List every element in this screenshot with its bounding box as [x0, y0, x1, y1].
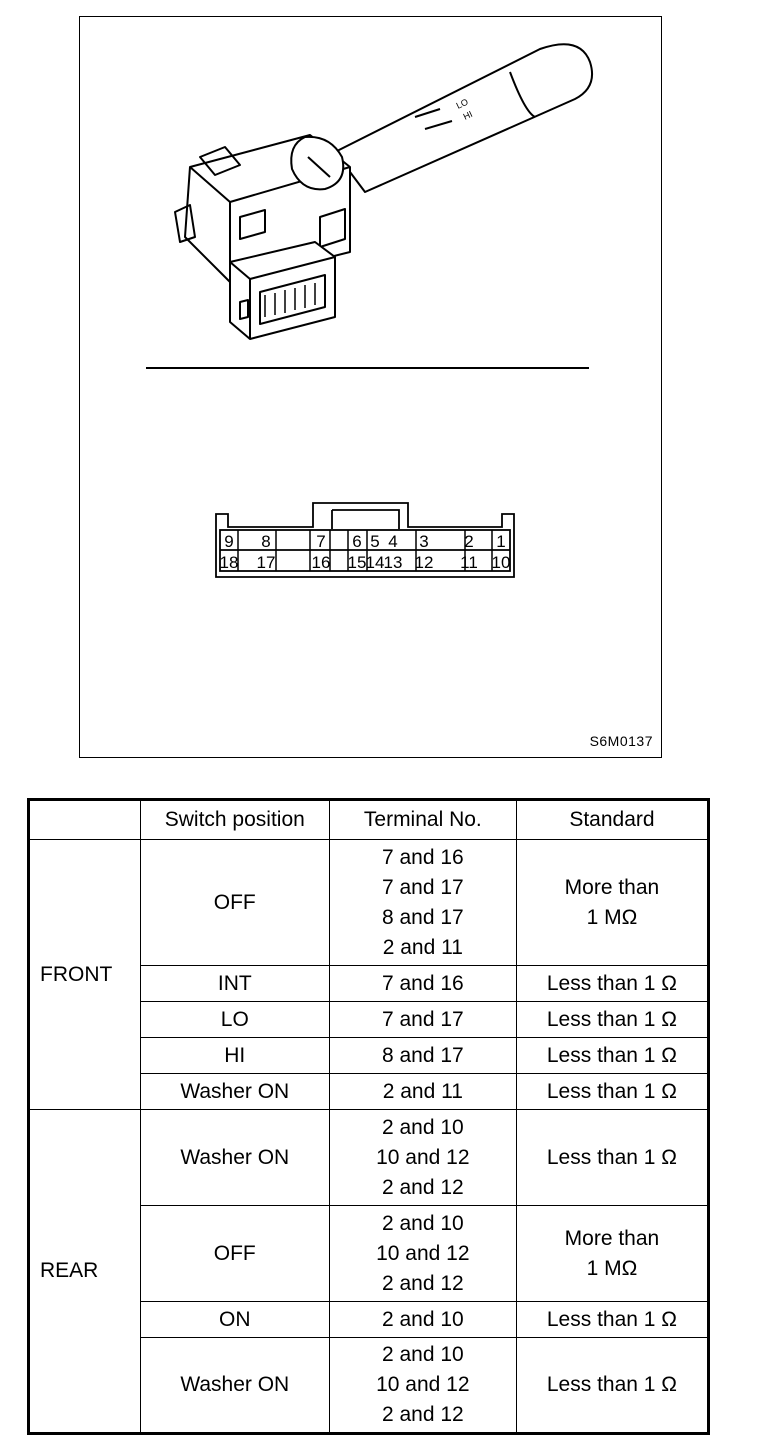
terminal-pair: 2 and 11	[382, 935, 463, 959]
figure-code: S6M0137	[589, 733, 653, 749]
figure-divider	[146, 367, 589, 369]
switch-position-cell: Washer ON	[139, 1337, 330, 1434]
terminal-pair: 10 and 12	[376, 1373, 470, 1396]
connector-pin-label: 14	[366, 553, 385, 572]
connector-pin-label: 18	[220, 553, 239, 572]
table-row: Washer ON 2 and 10 10 and 12 2 and 12 Less t…	[29, 1337, 710, 1434]
terminal-pair: 2 and 12	[381, 1175, 464, 1199]
table-row: LO 7 and 17 Less than 1 Ω	[29, 1001, 710, 1038]
switch-position-cell: Washer ON	[139, 1073, 330, 1110]
switch-position-cell: HI	[139, 1037, 330, 1074]
terminal-pair: 7 and 17	[381, 1007, 464, 1031]
terminal-pair: 10 and 12	[376, 1241, 470, 1265]
header-terminal-no: Terminal No.	[328, 799, 517, 840]
header-standard: Standard	[515, 799, 710, 840]
terminal-pair: 2 and 10	[381, 1115, 464, 1139]
connector-pin-label: 5	[370, 532, 379, 551]
table-row: Washer ON 2 and 11 Less than 1 Ω	[29, 1073, 710, 1110]
wiper-switch-drawing: LO HI	[174, 43, 594, 340]
connector-pin-label: 15	[348, 553, 367, 572]
switch-position-cell: ON	[139, 1301, 330, 1338]
standard-cell: Less than 1 Ω	[515, 1001, 710, 1038]
standard-value: Less than 1 Ω	[546, 1307, 677, 1331]
switch-inspection-table: Switch position Terminal No. Standard FR…	[27, 798, 710, 1435]
terminal-no-cell: 7 and 16	[328, 965, 517, 1002]
terminal-pair: 7 and 16	[381, 845, 464, 869]
standard-cell: Less than 1 Ω	[515, 1337, 710, 1434]
terminal-pair: 2 and 10	[381, 1211, 464, 1235]
switch-position-cell: OFF	[139, 1205, 330, 1302]
header-blank	[28, 799, 141, 840]
terminal-pair: 2 and 10	[381, 1343, 464, 1366]
terminal-pair: 2 and 11	[382, 1079, 463, 1103]
terminal-no-cell: 2 and 10 10 and 12 2 and 12	[328, 1109, 517, 1206]
header-switch-position: Switch position	[139, 799, 330, 840]
standard-value: Less than 1 Ω	[546, 1043, 677, 1067]
terminal-pair: 2 and 10	[381, 1307, 464, 1331]
terminal-pair: 7 and 17	[381, 875, 464, 899]
switch-position-cell: INT	[139, 965, 330, 1002]
standard-value: 1 MΩ	[586, 905, 638, 929]
standard-value: Less than 1 Ω	[546, 1079, 677, 1103]
terminal-no-cell: 2 and 10 10 and 12 2 and 12	[328, 1337, 517, 1434]
standard-cell: More than 1 MΩ	[515, 1205, 710, 1302]
connector-pin-label: 9	[224, 532, 233, 551]
terminal-no-cell: 2 and 10	[328, 1301, 517, 1338]
table-row: HI 8 and 17 Less than 1 Ω	[29, 1037, 710, 1074]
connector-pin-label: 1	[496, 532, 505, 551]
table-header-row: Switch position Terminal No. Standard	[28, 799, 710, 840]
standard-cell: Less than 1 Ω	[515, 1073, 710, 1110]
terminal-no-cell: 7 and 16 7 and 17 8 and 17 2 and 11	[328, 839, 517, 966]
table-row: OFF 2 and 10 10 and 12 2 and 12 More than 1 M…	[29, 1205, 710, 1302]
standard-value: Less than 1 Ω	[546, 1007, 677, 1031]
terminal-no-cell: 7 and 17	[328, 1001, 517, 1038]
switch-position-cell: Washer ON	[139, 1109, 330, 1206]
stalk-lo-label: LO	[455, 97, 470, 111]
connector-pin-label: 8	[261, 532, 270, 551]
switch-position-cell: OFF	[139, 839, 330, 966]
terminal-pair: 8 and 17	[381, 1043, 464, 1067]
terminal-pair: 10 and 12	[376, 1145, 470, 1169]
connector-pin-label: 7	[316, 532, 325, 551]
connector-pin-label: 12	[415, 553, 434, 572]
connector-pin-label: 6	[352, 532, 361, 551]
connector-pin-label: 13	[384, 553, 403, 572]
connector-pin-label: 10	[492, 553, 511, 572]
standard-value: More than	[564, 1226, 660, 1250]
group-label-rear: REAR	[28, 1109, 141, 1434]
connector-pin-label: 16	[312, 553, 331, 572]
group-label-front: FRONT	[28, 839, 141, 1110]
terminal-no-cell: 2 and 10 10 and 12 2 and 12	[328, 1205, 517, 1302]
switch-position-cell: LO	[139, 1001, 330, 1038]
standard-cell: Less than 1 Ω	[515, 965, 710, 1002]
standard-value: Less than 1 Ω	[546, 1145, 677, 1169]
standard-value: Less than 1 Ω	[546, 971, 677, 995]
standard-cell: Less than 1 Ω	[515, 1109, 710, 1206]
terminal-pair: 2 and 12	[381, 1403, 464, 1426]
table-row: ON 2 and 10 Less than 1 Ω	[29, 1301, 710, 1338]
connector-pin-label: 2	[464, 532, 473, 551]
stalk-hi-label: HI	[462, 109, 474, 122]
terminal-pair: 8 and 17	[381, 905, 464, 929]
connector-pin-label: 17	[257, 553, 276, 572]
table-row: INT 7 and 16 Less than 1 Ω	[29, 965, 710, 1002]
connector-pin-label: 4	[388, 532, 397, 551]
standard-value: More than	[564, 875, 660, 899]
terminal-no-cell: 8 and 17	[328, 1037, 517, 1074]
standard-cell: More than 1 MΩ	[515, 839, 710, 966]
connector-pin-label: 3	[419, 532, 428, 551]
connector-pin-label: 11	[460, 553, 478, 572]
standard-cell: Less than 1 Ω	[515, 1037, 710, 1074]
terminal-pair: 2 and 12	[381, 1271, 464, 1295]
terminal-no-cell: 2 and 11	[328, 1073, 517, 1110]
terminal-pair: 7 and 16	[381, 971, 464, 995]
standard-value: 1 MΩ	[586, 1256, 638, 1280]
standard-cell: Less than 1 Ω	[515, 1301, 710, 1338]
standard-value: Less than 1 Ω	[546, 1373, 677, 1396]
